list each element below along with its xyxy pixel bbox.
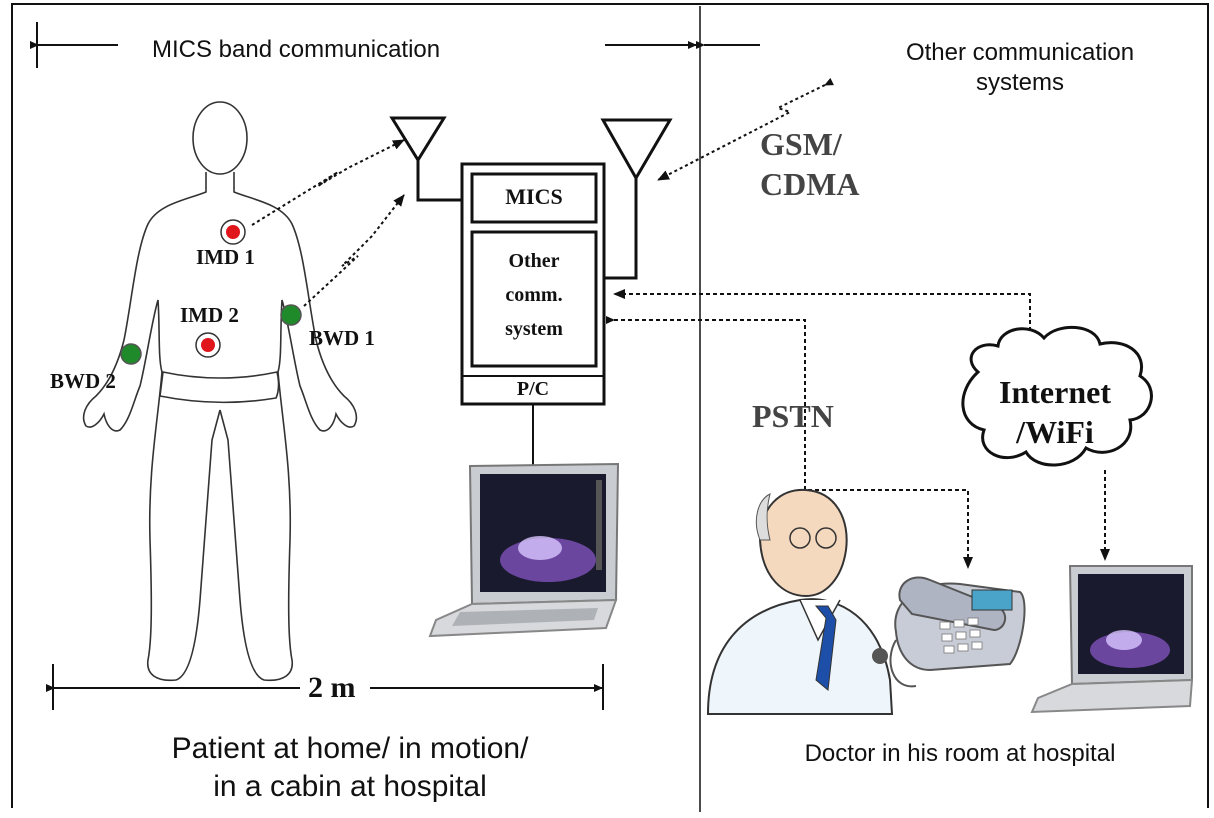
internet-line2: /WiFi	[1016, 414, 1094, 450]
bwd2-label: BWD 2	[50, 369, 116, 393]
telephone-icon	[889, 576, 1026, 688]
imd1-wireless-link	[251, 139, 405, 226]
other-comm-line1: Other	[508, 250, 560, 272]
internet-line1: Internet	[999, 374, 1111, 410]
pc-label: P/C	[516, 378, 550, 400]
pstn-label: PSTN	[752, 398, 834, 434]
internet-to-device-link	[613, 289, 1031, 338]
bwd1-label: BWD 1	[309, 326, 375, 350]
patient-caption-line2: in a cabin at hospital	[213, 770, 487, 803]
mics-module	[470, 172, 598, 224]
bwd1-dot	[280, 304, 302, 326]
other-comm-label: Other comm. system	[472, 244, 596, 346]
internet-label: Internet /WiFi	[980, 372, 1130, 452]
gsm-antenna-icon	[600, 118, 673, 280]
gsm-wireless-link	[657, 77, 834, 181]
gsm-label: GSM/	[760, 126, 842, 162]
bwd1-wireless-link	[303, 194, 405, 307]
patient-caption: Patient at home/ in motion/ in a cabin a…	[60, 730, 640, 806]
other-comm-line3: system	[505, 318, 563, 340]
distance-label: 2 m	[308, 671, 356, 704]
internet-cloud-icon	[961, 325, 1153, 467]
imd2-label: IMD 2	[180, 303, 239, 327]
mics-antenna-icon	[389, 116, 470, 202]
patient-laptop-icon	[428, 462, 620, 638]
patient-caption-line1: Patient at home/ in motion/	[171, 732, 529, 765]
bwd2-dot	[120, 343, 142, 365]
doctor-icon	[706, 488, 894, 715]
outer-frame	[11, 3, 1209, 808]
other-comm-line2: comm.	[505, 284, 563, 306]
imd2-dot	[201, 338, 215, 352]
other-comm-module	[470, 230, 598, 368]
doctor-caption: Doctor in his room at hospital	[804, 740, 1116, 767]
mics-module-label: MICS	[505, 184, 563, 209]
imd1-label: IMD 1	[196, 245, 255, 269]
mics-band-label: MICS band communication	[152, 36, 441, 63]
other-systems-line2: systems	[975, 69, 1064, 96]
other-systems-line1: Other communication	[905, 39, 1135, 66]
human-body-outline	[82, 101, 358, 682]
other-systems-label: Other communication systems	[862, 38, 1178, 98]
doctor-laptop-icon	[1030, 565, 1194, 714]
imd1-dot	[226, 225, 240, 239]
cdma-label: CDMA	[760, 166, 860, 202]
gsm-cdma-label: GSM/ CDMA	[760, 124, 860, 204]
